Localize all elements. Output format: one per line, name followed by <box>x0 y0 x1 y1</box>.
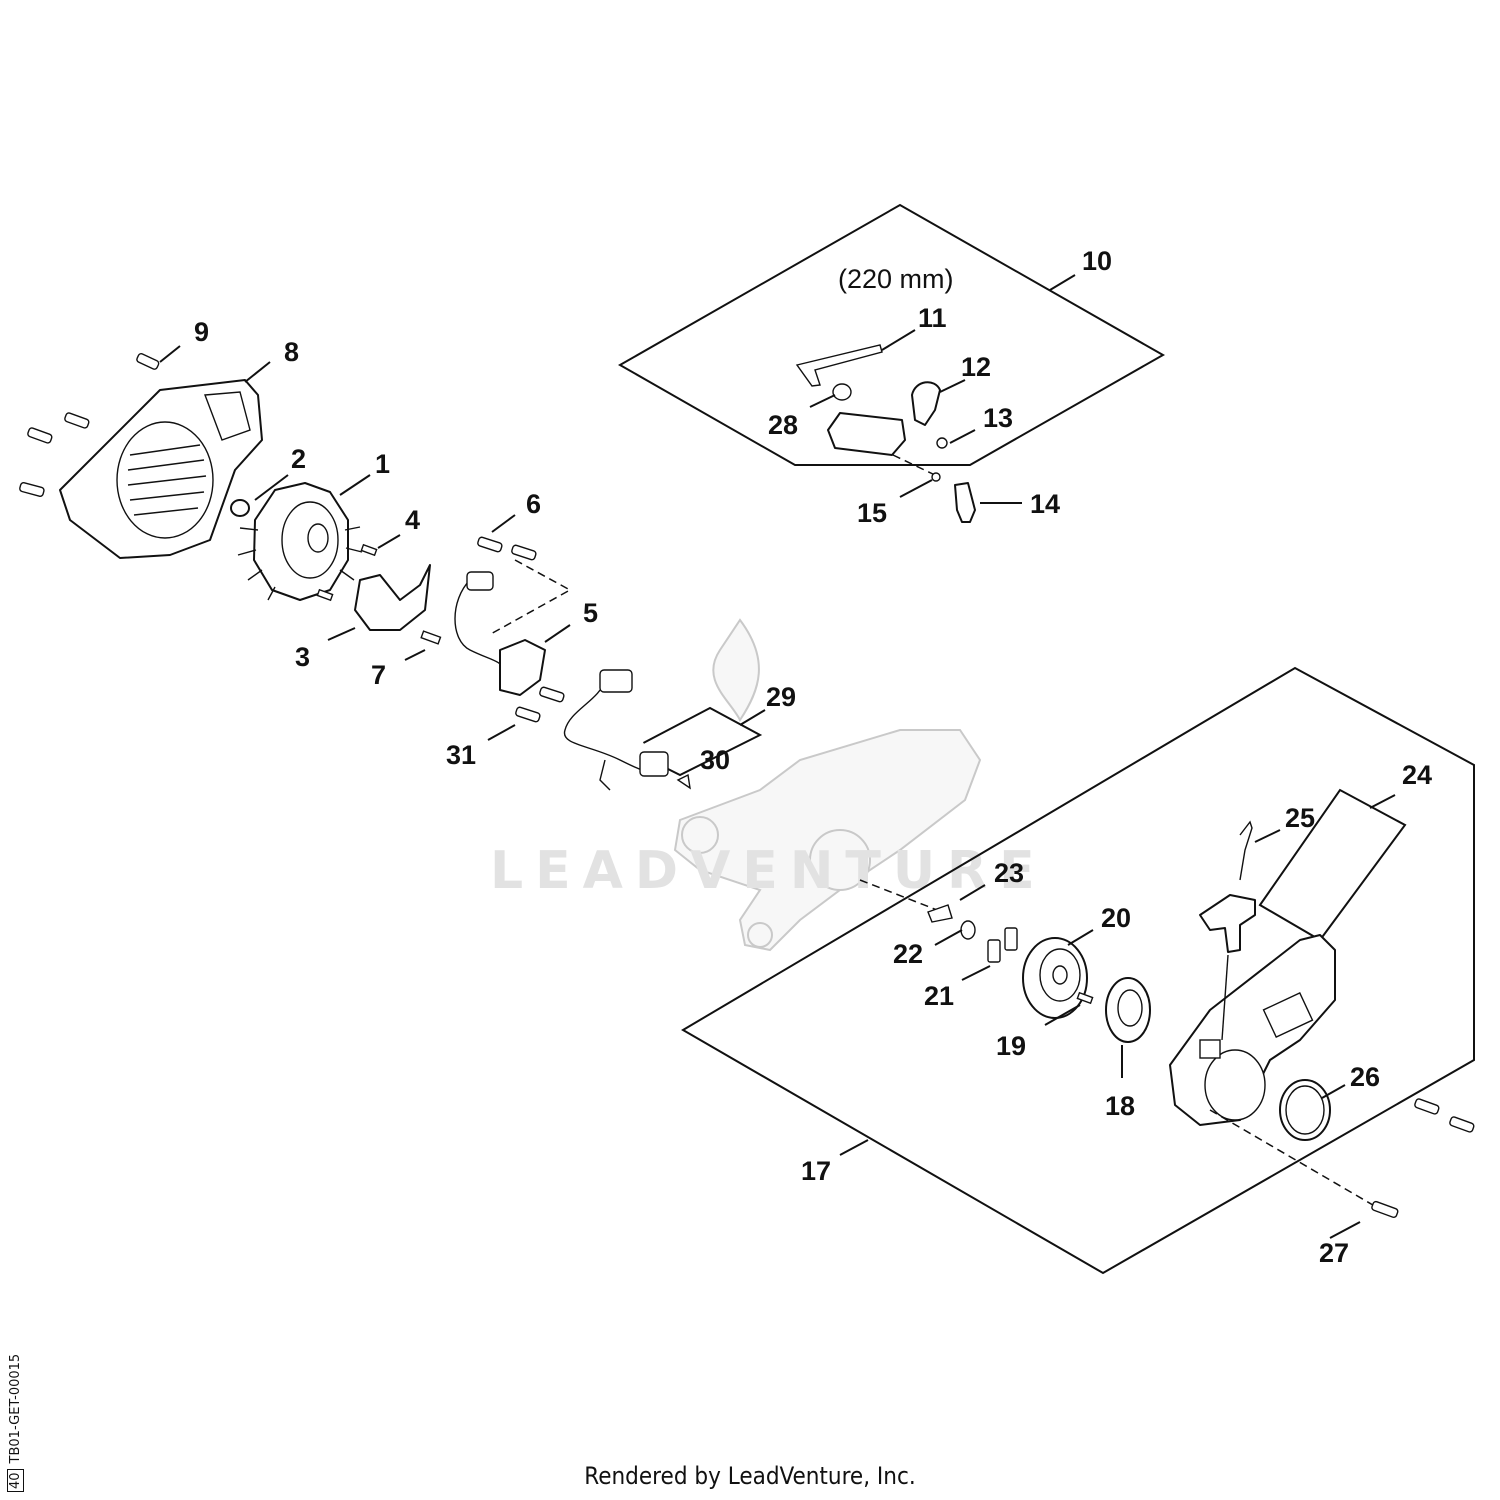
callout-27: 27 <box>1319 1238 1349 1268</box>
callout-3: 3 <box>295 642 310 672</box>
callout-9: 9 <box>194 317 209 347</box>
callout-10: 10 <box>1082 246 1112 276</box>
callout-11: 11 <box>918 303 947 333</box>
drawing-code-text: TB01-GET-00015 <box>8 1353 23 1464</box>
length-annotation: (220 mm) <box>838 264 954 294</box>
starter-grip-24 <box>1199 894 1256 1041</box>
callout-6: 6 <box>526 489 541 519</box>
rewind-spring-18 <box>1105 977 1151 1043</box>
callout-7: 7 <box>371 660 386 690</box>
leader-dash-6 <box>478 559 572 651</box>
spring-13 <box>936 437 948 449</box>
frame-17 <box>681 666 1475 1275</box>
fan-housing <box>59 379 263 559</box>
screw-31a <box>539 686 565 703</box>
screw-4 <box>360 543 378 557</box>
callouts: 1 2 3 4 5 6 7 8 9 10 11 12 13 14 15 17 1… <box>194 246 1432 1268</box>
screw-27b <box>1449 1116 1475 1133</box>
callout-26: 26 <box>1350 1062 1380 1092</box>
flywheel <box>237 482 363 601</box>
callout-18: 18 <box>1105 1091 1135 1121</box>
washer-2 <box>230 499 250 517</box>
screws-9 <box>19 353 160 497</box>
callout-28: 28 <box>768 410 798 440</box>
callout-14: 14 <box>1030 489 1060 519</box>
callout-1: 1 <box>375 449 390 479</box>
rope-25 <box>1239 820 1253 881</box>
wire-harness <box>563 669 691 791</box>
part-15 <box>931 472 941 482</box>
callout-8: 8 <box>284 337 299 367</box>
pawl-21b <box>1004 927 1018 951</box>
ignition-box <box>827 412 906 456</box>
leader-lines <box>159 274 1396 1239</box>
callout-25: 25 <box>1285 803 1315 833</box>
screw-6a <box>477 536 503 553</box>
cable-11 <box>795 344 883 387</box>
screw-7 <box>420 630 442 645</box>
rendered-by-footer: Rendered by LeadVenture, Inc. <box>584 1462 916 1490</box>
logo-plate-26 <box>1279 1079 1331 1141</box>
callout-22: 22 <box>893 939 923 969</box>
leader-dash-27 <box>1209 1109 1391 1216</box>
callout-20: 20 <box>1101 903 1131 933</box>
callout-12: 12 <box>961 352 991 382</box>
callout-15: 15 <box>857 498 887 528</box>
callout-17: 17 <box>801 1156 831 1186</box>
pawl-21a <box>987 939 1001 963</box>
spring-22 <box>927 904 953 923</box>
starter-cover <box>1169 934 1336 1126</box>
washer-22 <box>960 920 976 940</box>
spark-plug-14 <box>954 482 976 523</box>
callout-29: 29 <box>766 682 796 712</box>
callout-23: 23 <box>994 858 1024 888</box>
screw-27c <box>1371 1200 1399 1218</box>
shield-3 <box>354 564 431 631</box>
ignition-module <box>454 571 546 696</box>
crankcase-ghost <box>673 618 982 952</box>
screw-27a <box>1414 1098 1440 1115</box>
spark-cap-12 <box>911 381 941 426</box>
callout-24: 24 <box>1402 760 1432 790</box>
leader-dash-15 <box>892 454 936 476</box>
callout-2: 2 <box>291 444 306 474</box>
callout-21: 21 <box>924 981 954 1011</box>
screw-19 <box>1076 991 1094 1005</box>
nut-28 <box>832 383 852 401</box>
callout-30: 30 <box>700 745 730 775</box>
rope-rotor-20 <box>1022 937 1088 1019</box>
callout-4: 4 <box>405 505 420 535</box>
screw-3 <box>316 588 334 602</box>
screw-31b <box>515 706 541 723</box>
callout-31: 31 <box>446 740 476 770</box>
screw-6b <box>511 544 537 561</box>
frame-24 <box>1258 788 1407 942</box>
callout-13: 13 <box>983 403 1013 433</box>
callout-19: 19 <box>996 1031 1026 1061</box>
watermark-text: LEADVENTURE <box>490 841 1047 901</box>
frame-10 <box>617 203 1166 466</box>
callout-5: 5 <box>583 598 598 628</box>
